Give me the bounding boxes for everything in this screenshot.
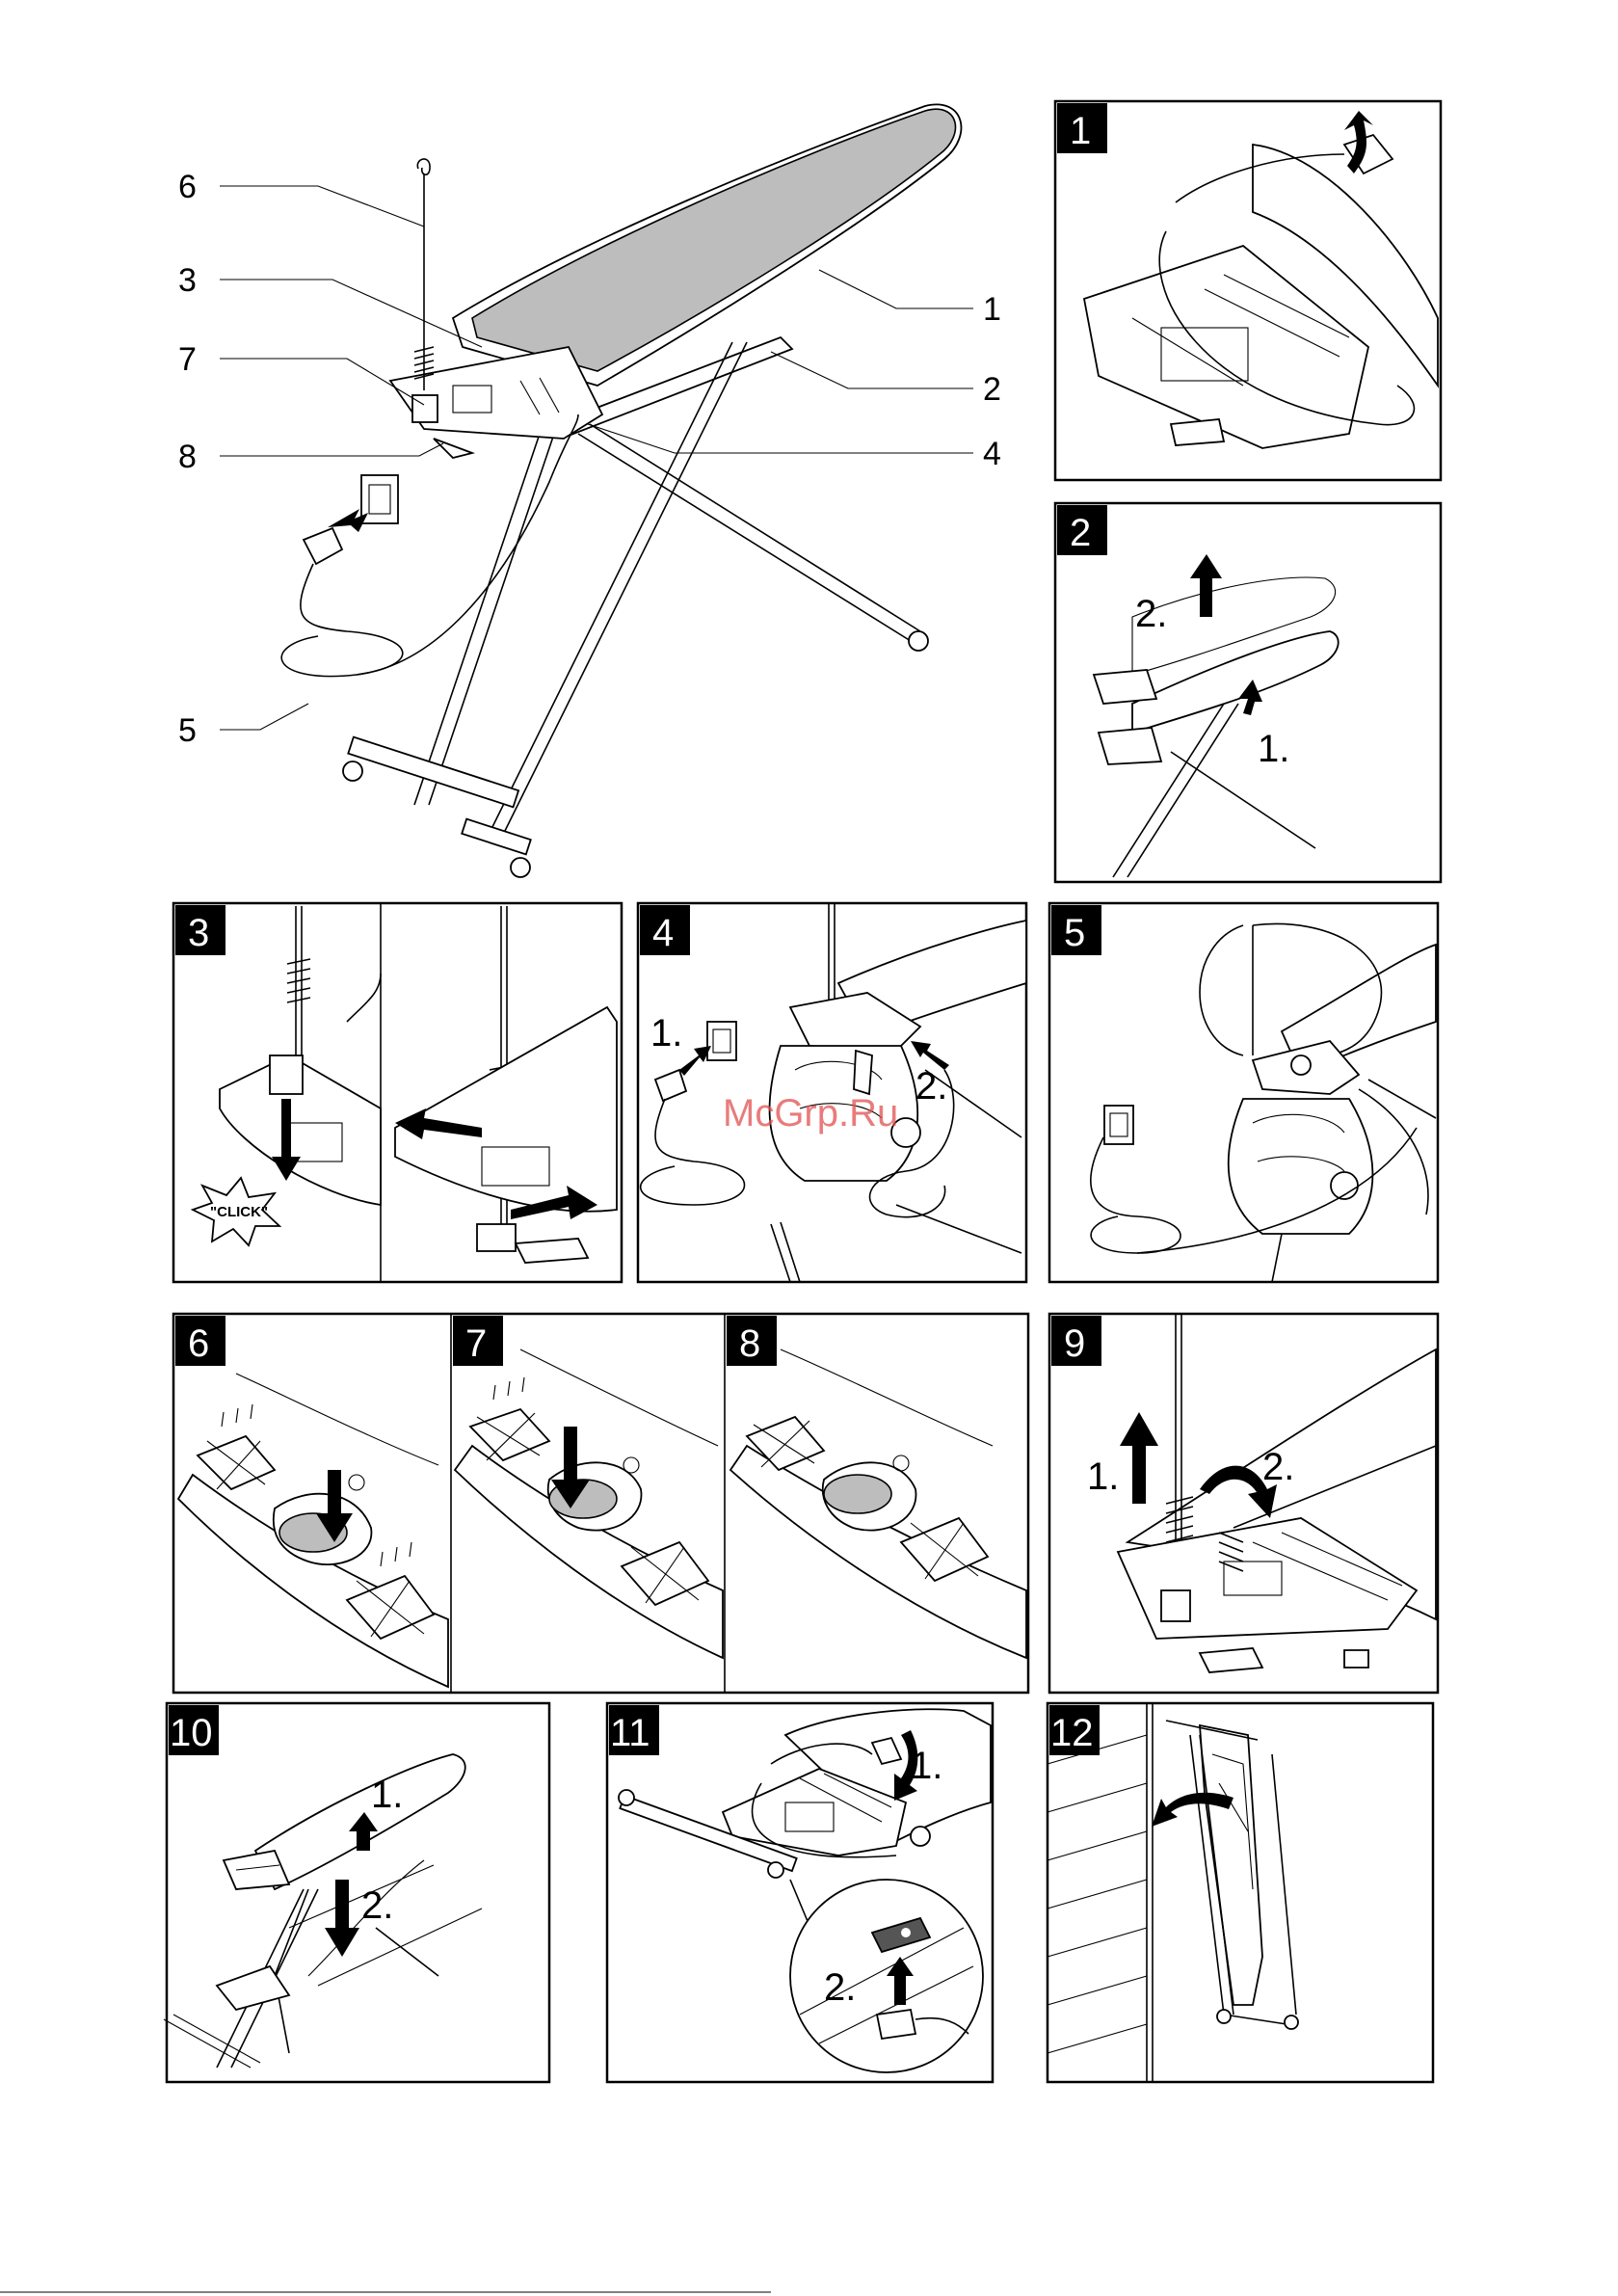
panel-10-step-1: 1. bbox=[371, 1774, 403, 1816]
panel-5-outlet bbox=[1104, 1106, 1133, 1144]
panel-9-number: 9 bbox=[1064, 1322, 1085, 1365]
panel-2-step-1: 1. bbox=[1258, 728, 1289, 770]
board-cover bbox=[472, 109, 955, 371]
panel-10-step-2: 2. bbox=[361, 1884, 393, 1927]
callout-3: 3 bbox=[178, 262, 197, 299]
panel-12: 12 bbox=[1048, 1703, 1433, 2082]
callout-4: 4 bbox=[983, 436, 1001, 472]
panel-11-number: 11 bbox=[610, 1712, 650, 1754]
panel-1-number: 1 bbox=[1070, 110, 1091, 152]
panel-11-step-1: 1. bbox=[911, 1745, 942, 1787]
panel-4-outlet bbox=[707, 1022, 736, 1060]
panel-2-step-2: 2. bbox=[1135, 593, 1167, 635]
panel-7-number: 7 bbox=[465, 1322, 487, 1365]
panel-6-number: 6 bbox=[188, 1322, 209, 1365]
panel-5-number: 5 bbox=[1064, 912, 1085, 954]
callout-5: 5 bbox=[178, 712, 197, 749]
panel-3-number: 3 bbox=[188, 912, 209, 954]
overview-illustration: 6 3 7 8 5 1 2 4 bbox=[178, 104, 1001, 877]
callout-1: 1 bbox=[983, 291, 1001, 328]
panel-11-step-2: 2. bbox=[824, 1966, 856, 2009]
callout-7: 7 bbox=[178, 341, 197, 378]
panel-2: 2. 1. 2 bbox=[1055, 503, 1441, 882]
panels-6-7-8: 6 7 bbox=[173, 1314, 1028, 1693]
panel-9: 1. 2. 9 bbox=[1049, 1314, 1438, 1693]
callout-2: 2 bbox=[983, 371, 1001, 408]
click-label: "CLICK" bbox=[210, 1204, 268, 1220]
ironing-board-top bbox=[453, 104, 961, 386]
panel-11: 1. 2. 11 bbox=[607, 1703, 993, 2082]
panel-4-number: 4 bbox=[652, 912, 674, 954]
panel-8-button-released bbox=[824, 1475, 891, 1513]
watermark: McGrp.Ru bbox=[723, 1092, 898, 1135]
panel-4-step-1: 1. bbox=[650, 1012, 682, 1055]
panel-2-number: 2 bbox=[1070, 512, 1091, 554]
panel-9-step-1: 1. bbox=[1087, 1455, 1119, 1498]
callout-6: 6 bbox=[178, 169, 197, 205]
callout-8: 8 bbox=[178, 439, 197, 475]
panel-5: 5 bbox=[1049, 903, 1438, 1282]
panel-3: "CLICK" 3 bbox=[173, 903, 622, 1282]
panel-1: 1 bbox=[1055, 101, 1441, 480]
panel-9-step-2: 2. bbox=[1262, 1446, 1294, 1488]
panel-10-number: 10 bbox=[170, 1712, 213, 1754]
panel-12-number: 12 bbox=[1050, 1712, 1094, 1754]
panel-4-step-2: 2. bbox=[915, 1065, 947, 1108]
power-outlet bbox=[361, 475, 398, 523]
panel-10: 1. 2. 10 bbox=[164, 1703, 549, 2082]
panel-8-number: 8 bbox=[739, 1322, 760, 1365]
